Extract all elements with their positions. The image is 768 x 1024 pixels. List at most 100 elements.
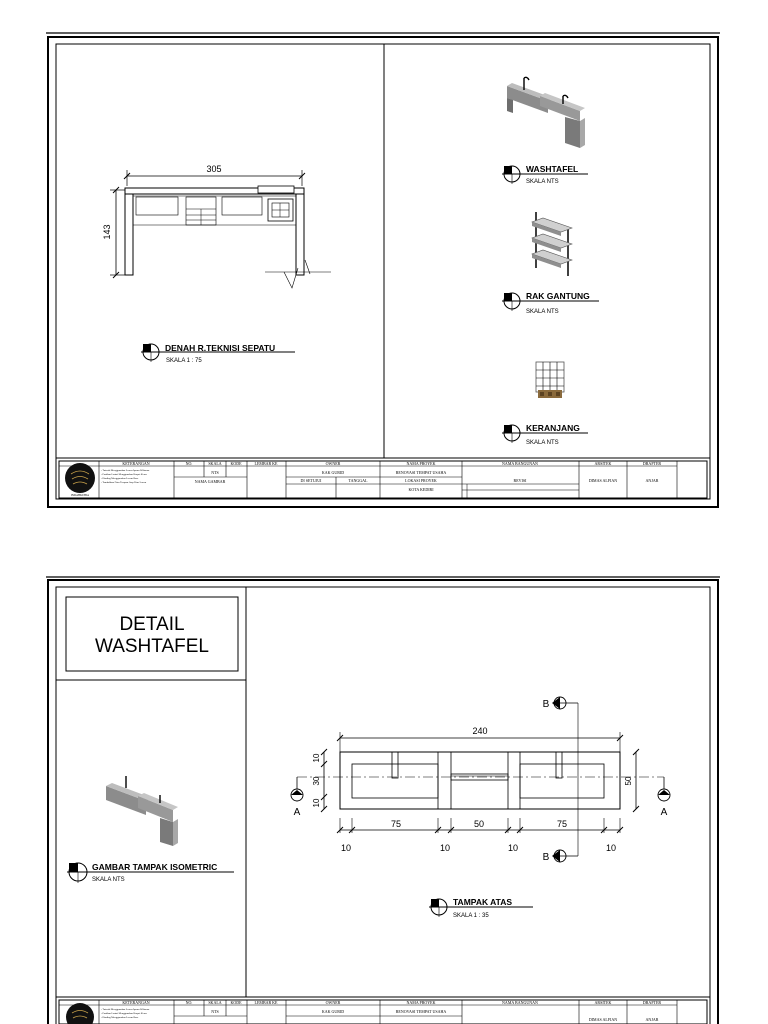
kode-header: KODE [230,461,242,466]
section-marker-b-bottom: B [543,849,578,863]
plan-shelf-box [267,198,294,222]
dim-total: 240 [472,726,487,736]
note-2: - Pastikan Lantai Menggunakan Karpet Ker… [101,473,147,476]
owner-value: KAK GURID [322,470,344,475]
title-block: INDAHKUHIA KETERANGAN - Tutorial Menggun… [58,460,708,499]
top-view-title-label: TAMPAK ATAS SKALA 1 : 35 [429,897,533,919]
dim-bay-2: 50 [474,819,484,829]
dim-gap-3: 10 [508,843,518,853]
skala-header-2: SKALA [208,1000,221,1005]
iso-title: GAMBAR TAMPAK ISOMETRIC [92,862,217,872]
left-faucet [391,751,399,779]
iso-title-label: GAMBAR TAMPAK ISOMETRIC SKALA NTS [67,862,234,883]
top-view-drawing: 240 10 30 10 50 [290,696,671,863]
nama-bangunan-header-2: NAMA BANGUNAN [502,1000,538,1005]
keranjang-sketch [535,361,565,398]
title-block-2: KETERANGAN - Tutorial Menggunakan Lorem … [58,999,708,1024]
plan-height-dimension: 143 [102,224,112,239]
plan-sink-left [135,196,179,216]
section-a-left-label: A [294,807,301,818]
rak-gantung-label: RAK GANTUNG SKALA NTS [502,291,599,315]
nama-proyek-header: NAMA PROYEK [406,461,435,466]
rak-gantung-title: RAK GANTUNG [526,291,590,301]
nama-proyek-value: RENOVASI TEMPAT USAHA [396,470,447,475]
note-3: - Dinding Menggunakan Lorem Bass [101,477,138,480]
nama-bangunan-header: NAMA BANGUNAN [502,461,538,466]
revisi-value: REVISI [514,478,528,483]
arsitek-header: ARSITEK [595,461,612,466]
nama-proyek-value-2: RENOVASI TEMPAT USAHA [396,1009,447,1014]
plan-window [257,185,295,194]
company-logo-2 [66,1003,94,1024]
keranjang-scale: SKALA NTS [526,440,559,446]
section-marker-b-top: B [543,696,578,710]
dim-bay-3: 75 [557,819,567,829]
dim-left-mid: 30 [312,776,321,785]
plan-title: DENAH R.TEKNISI SEPATU [165,343,275,353]
note-2-2: - Pastikan Lantai Menggunakan Karpet Ker… [101,1012,147,1015]
lembar-header: LEMBAR KE [255,461,279,466]
drafter-value-2: ANJAR [646,1017,659,1022]
arsitek-value-2: DIMAS ALFIAN [589,1017,617,1022]
disetujui-header: DI SETUJUI [301,478,323,483]
skala-header: SKALA [208,461,221,466]
section-a-right-label: A [661,807,668,818]
washtafel-label: WASHTAFEL SKALA NTS [502,164,588,185]
plan-top-wall [124,187,305,195]
lokasi-value: KOTA KEDIRI [408,487,434,492]
floor-plan-drawing: 305 143 [102,164,331,289]
rak-gantung-scale: SKALA NTS [526,309,559,315]
washtafel-title: WASHTAFEL [526,164,578,174]
detail-title-line1: DETAIL [119,614,184,635]
rak-gantung-isometric-sketch [531,212,573,276]
drafter-header-2: DRAFTER [643,1000,662,1005]
washtafel-isometric-detail [106,776,178,846]
dim-gap-1: 10 [341,843,351,853]
sheet-1: 305 143 [46,32,720,508]
top-view-title: TAMPAK ATAS [453,897,512,907]
sheet-2-inner-border [55,586,711,1024]
tanggal-header: TANGGAL [348,478,368,483]
plan-scale: SKALA 1 : 75 [166,358,202,364]
dim-depth: 50 [624,776,633,785]
dim-gap-2: 10 [440,843,450,853]
drafter-value: ANJAR [646,478,659,483]
section-b-bottom-label: B [543,852,550,863]
kode-header-2: KODE [230,1000,242,1005]
plan-sink-right [221,196,263,216]
dim-gap-4: 10 [606,843,616,853]
note-2-3: - Dinding Menggunakan Lorem Bass [101,1016,138,1019]
company-logo [65,463,95,493]
nama-proyek-header-2: NAMA PROYEK [406,1000,435,1005]
sheet-1-outer-border [47,36,719,508]
nama-gambar-header: NAMA GAMBAR [195,479,226,484]
keranjang-label: KERANJANG SKALA NTS [502,423,588,446]
drafter-header: DRAFTER [643,461,662,466]
dim-bay-1: 75 [391,819,401,829]
plan-title-label: DENAH R.TEKNISI SEPATU SKALA 1 : 75 [141,343,295,364]
keranjang-title: KERANJANG [526,423,580,433]
owner-value-2: KAK GURID [322,1009,344,1014]
section-marker-a-right: A [657,777,671,818]
section-marker-a-left: A [290,777,304,818]
skala-value-2: NTS [211,1009,219,1014]
plan-left-wall [124,188,134,276]
right-faucet [555,751,563,779]
counter-outline [339,751,621,810]
owner-header-2: OWNER [326,1000,341,1005]
arsitek-header-2: ARSITEK [595,1000,612,1005]
top-view-scale: SKALA 1 : 35 [453,913,489,919]
washtafel-scale: SKALA NTS [526,179,559,185]
note-1: - Tutorial Menggunakan Lorem Ipsum Wilto… [101,469,150,472]
detail-title-box [65,596,239,672]
sheet-1-inner-border [55,43,711,500]
sheet-2-outer-border [47,579,719,1024]
note-4: - Tambahkan Fitur Terapan Atap Fitur Lor… [101,481,146,484]
left-basin [351,763,439,799]
lembar-header-2: LEMBAR KE [255,1000,279,1005]
plan-width-dimension: 305 [206,164,221,174]
no-header-2: NO. [186,1000,193,1005]
no-header: NO. [186,461,193,466]
arsitek-value: DIMAS ALFIAN [589,478,617,483]
plan-right-wall [295,188,305,276]
